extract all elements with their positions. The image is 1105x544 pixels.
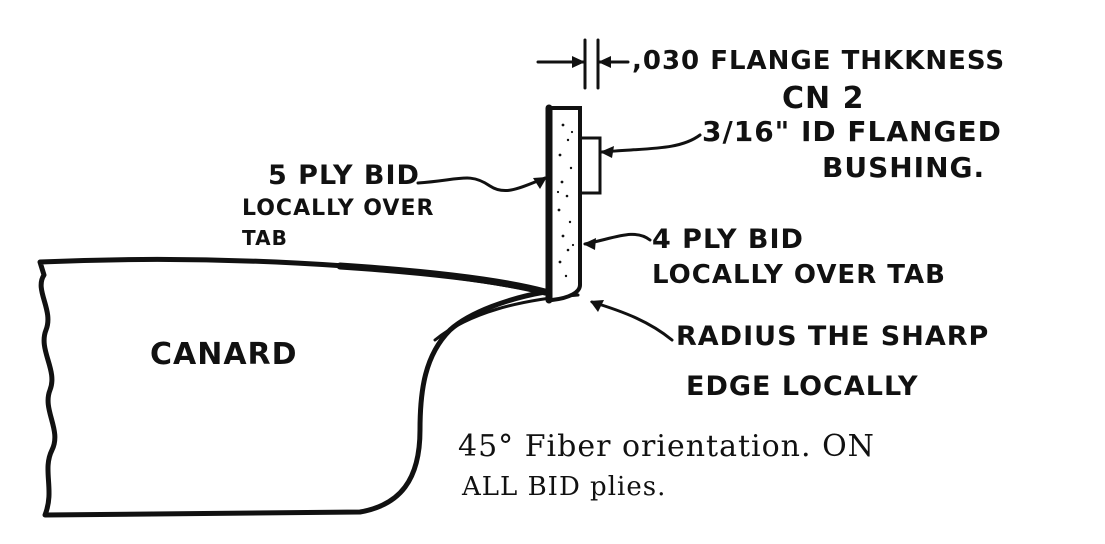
four-ply-label-line2: LOCALLY OVER TAB xyxy=(652,260,946,290)
radius-leader xyxy=(590,300,674,342)
radius-label-line2: EDGE LOCALLY xyxy=(686,371,919,402)
four-ply-label-line1: 4 PLY BID xyxy=(652,224,804,255)
bushing-leader xyxy=(600,133,702,154)
five-ply-label-line1: 5 PLY BID xyxy=(268,160,420,191)
cn2-label: CN 2 xyxy=(782,81,865,116)
bushing-label-line2: BUSHING. xyxy=(822,151,986,184)
tab-stipple xyxy=(556,123,575,278)
flange-thickness-dimension xyxy=(536,38,630,90)
canard-label: CANARD xyxy=(150,337,298,372)
upper-surface-layup xyxy=(336,262,549,296)
fiber-note-line1: 45° Fiber orientation. ON xyxy=(458,429,875,464)
five-ply-leader-arrow xyxy=(533,177,547,189)
five-ply-leader xyxy=(416,176,547,192)
four-ply-leader-arrow xyxy=(583,238,596,250)
fiber-note-line2: ALL BID plies. xyxy=(462,472,667,502)
tab-flange xyxy=(546,106,582,302)
flange-thickness-label: ,030 FLANGE THKKNESS xyxy=(632,46,1006,76)
five-ply-label-line2: LOCALLY OVER xyxy=(242,196,435,221)
radius-leader-arrow xyxy=(590,300,604,312)
bushing-label-line1: 3/16" ID FLANGED xyxy=(702,115,1002,148)
five-ply-label-line3: TAB xyxy=(242,226,288,250)
bushing-leader-arrow xyxy=(600,146,614,158)
radius-label-line1: RADIUS THE SHARP xyxy=(676,321,990,352)
flanged-bushing xyxy=(578,136,602,195)
